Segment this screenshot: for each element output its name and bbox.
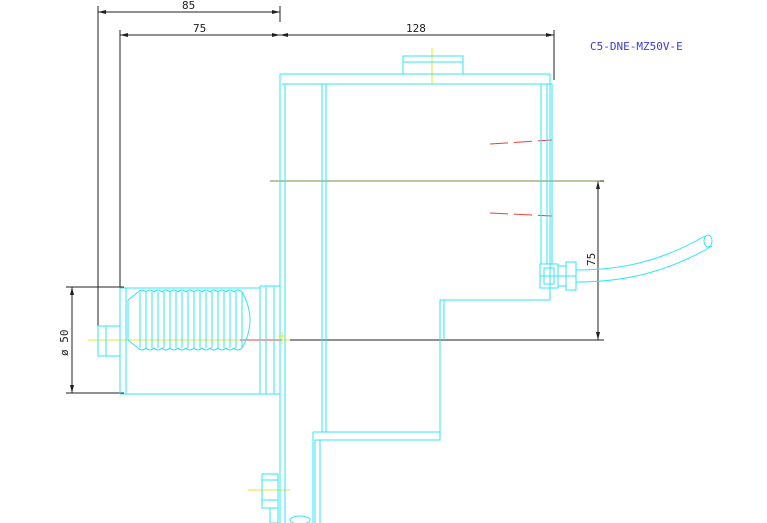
- cable-connector: [539, 234, 713, 291]
- cable: [575, 235, 706, 271]
- bottom-bolt: [261, 473, 279, 509]
- dimension-arrows: [70, 10, 600, 393]
- hidden-line-upper: [489, 139, 553, 145]
- dim-body-length: 75: [193, 22, 206, 35]
- dim-housing-width: 128: [406, 22, 426, 35]
- center-lines: [88, 48, 600, 491]
- dimension-lines: [66, 6, 604, 394]
- spring-coils: [127, 289, 251, 351]
- part-outline: [97, 55, 553, 523]
- hidden-line-lower: [489, 212, 553, 217]
- shaft-body: [119, 287, 261, 395]
- top-cap: [402, 55, 464, 75]
- shaft-tip: [97, 325, 121, 357]
- model-label: C5-DNE-MZ50V-E: [590, 40, 683, 53]
- dim-overall-length: 85: [182, 0, 195, 12]
- dim-shaft-diameter: ø 50: [58, 330, 71, 357]
- center-marks: [278, 332, 286, 344]
- dim-axis-offset: 75: [585, 253, 598, 266]
